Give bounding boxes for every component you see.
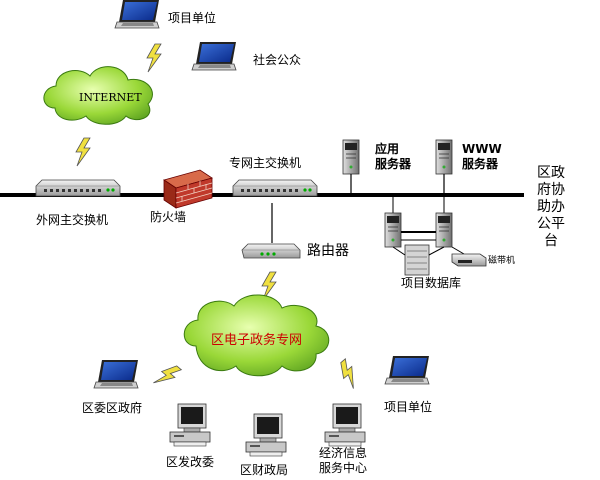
tape-drive-icon bbox=[451, 253, 487, 267]
desktop-pc-icon bbox=[324, 403, 366, 447]
cloud-icon bbox=[43, 66, 153, 125]
laptop-icon bbox=[191, 41, 237, 71]
lightning-icon bbox=[334, 358, 364, 390]
project-db-label: 项目数据库 bbox=[401, 275, 461, 290]
public-label: 社会公众 bbox=[253, 52, 301, 67]
lightning-icon bbox=[152, 360, 182, 392]
server-tower-icon bbox=[384, 212, 402, 248]
firewall-label: 防火墙 bbox=[150, 209, 186, 224]
egov-network-label: 区电子政务专网 bbox=[211, 332, 302, 348]
project-unit-top-label: 项目单位 bbox=[168, 10, 216, 25]
switch-icon bbox=[35, 179, 121, 197]
district-gov-label: 区委区政府 bbox=[82, 400, 142, 415]
lightning-icon bbox=[146, 43, 162, 73]
server-tower-icon bbox=[435, 139, 453, 175]
platform-label-3: 助办 bbox=[537, 199, 565, 215]
tape-drive-label: 磁带机 bbox=[488, 254, 515, 266]
lightning-icon bbox=[75, 137, 91, 167]
router-label: 路由器 bbox=[307, 243, 349, 259]
laptop-icon bbox=[114, 0, 160, 29]
econ-info-center-label-1: 经济信息 bbox=[319, 445, 367, 460]
desktop-pc-icon bbox=[169, 403, 211, 447]
finance-bureau-label: 区财政局 bbox=[240, 463, 288, 477]
storage-array-icon bbox=[404, 244, 430, 276]
server-tower-icon bbox=[342, 139, 360, 175]
reform-commission-label: 区发改委 bbox=[166, 454, 214, 469]
firewall-icon bbox=[163, 169, 213, 209]
app-server-label-1: 应用 bbox=[375, 141, 399, 156]
laptop-icon bbox=[93, 359, 139, 389]
laptop-icon bbox=[384, 355, 430, 385]
platform-label-1: 区政 bbox=[537, 165, 565, 181]
project-unit-bottom-label: 项目单位 bbox=[384, 399, 432, 414]
app-server-label-2: 服务器 bbox=[375, 156, 412, 171]
switch-icon bbox=[232, 179, 318, 197]
internet-label: INTERNET bbox=[79, 91, 142, 104]
platform-label-5: 台 bbox=[544, 233, 558, 249]
private-switch-label: 专网主交换机 bbox=[229, 155, 301, 170]
desktop-pc-icon bbox=[245, 413, 287, 457]
www-server-label-2: 服务器 bbox=[462, 156, 499, 171]
www-server-label-1: WWW bbox=[462, 142, 502, 156]
platform-label-4: 公平 bbox=[537, 216, 565, 232]
econ-info-center-label-2: 服务中心 bbox=[319, 460, 367, 475]
cloud-icon bbox=[183, 294, 330, 377]
platform-label-2: 府协 bbox=[537, 182, 565, 198]
external-switch-label: 外网主交换机 bbox=[36, 212, 108, 227]
router-icon bbox=[241, 243, 301, 259]
server-tower-icon bbox=[435, 212, 453, 248]
